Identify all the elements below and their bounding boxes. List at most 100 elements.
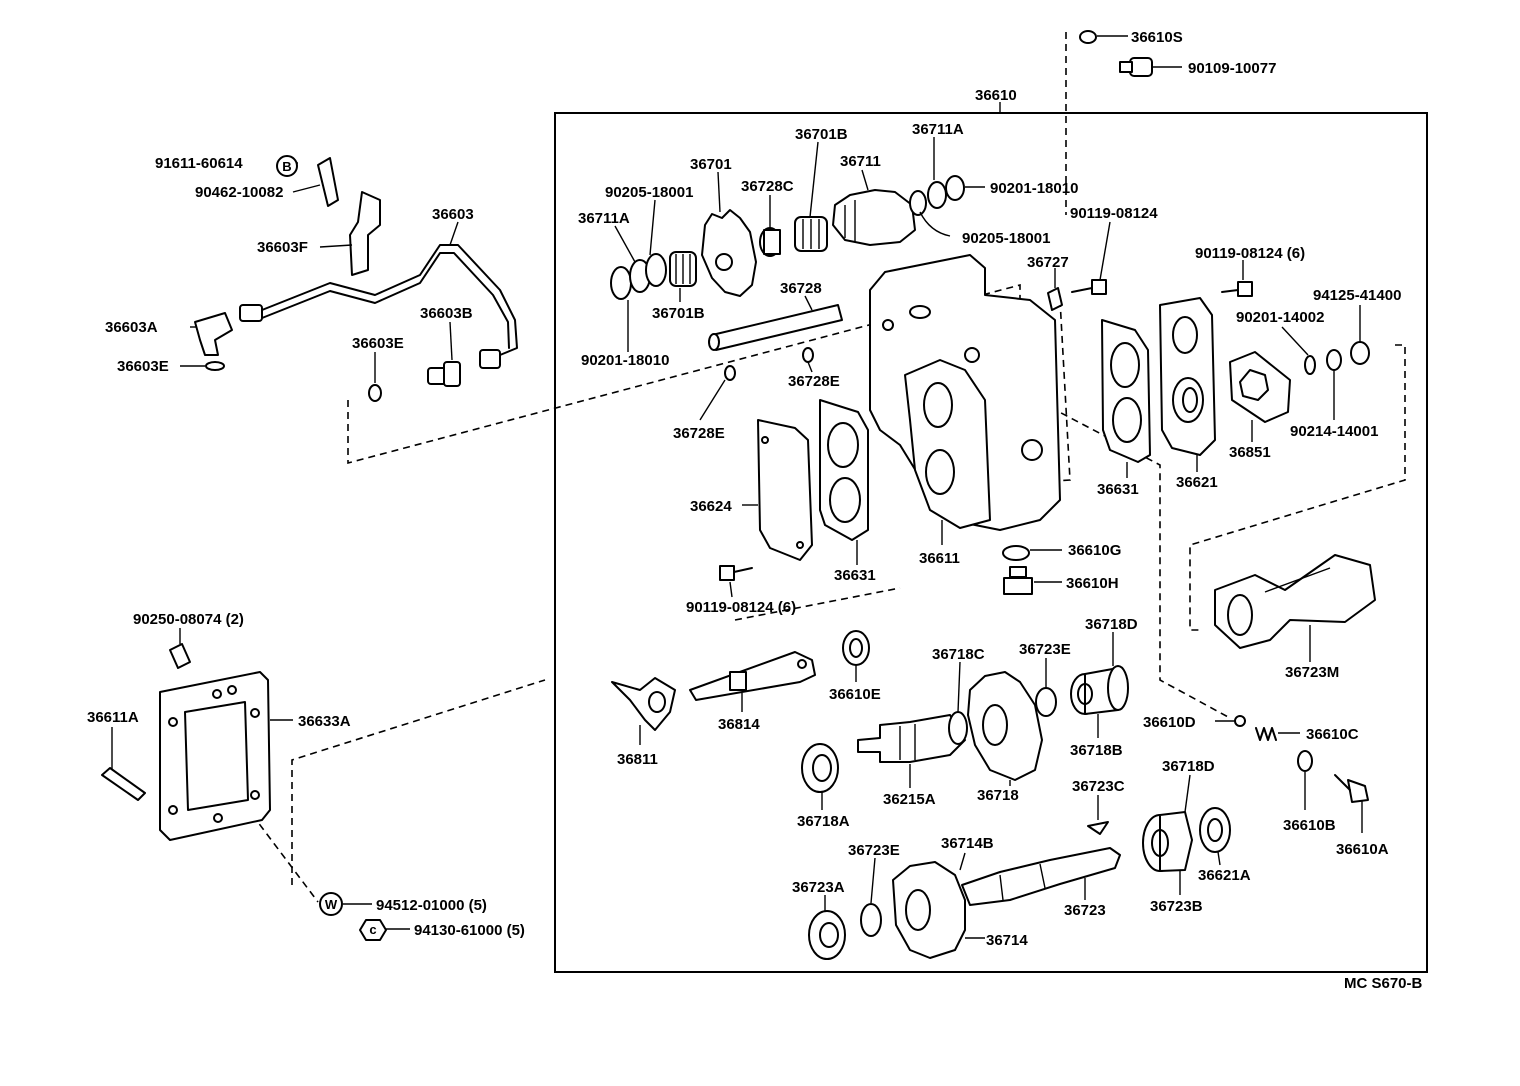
dash-mid [734, 587, 901, 621]
label-36621: 36621 [1176, 474, 1218, 491]
leader [292, 184, 321, 193]
label-36603A: 36603A [105, 319, 158, 336]
symbol-nut: c [359, 919, 387, 941]
label-94512-01000: 94512-01000 (5) [376, 897, 487, 914]
hub-36723B [1142, 811, 1193, 872]
label-36714B: 36714B [941, 835, 994, 852]
label-36718B: 36718B [1070, 742, 1123, 759]
label-36631-left: 36631 [834, 567, 876, 584]
label-36701B-top: 36701B [795, 126, 848, 143]
leader [717, 171, 721, 213]
screw-36610A [1334, 774, 1369, 803]
assembly-frame [554, 112, 1428, 973]
label-36633A: 36633A [298, 713, 351, 730]
label-36610: 36610 [975, 87, 1017, 104]
leader [614, 225, 636, 263]
ring-36723E-b [860, 903, 882, 937]
label-36728E-b: 36728E [673, 425, 725, 442]
dash-plate [244, 804, 319, 903]
bearing-36723A [808, 910, 846, 960]
label-36723M: 36723M [1285, 664, 1339, 681]
gear-36718 [967, 671, 1043, 781]
part-labels: 36610S 90109-10077 36610 91611-60614 904… [87, 29, 1423, 992]
shaft-36723 [961, 847, 1121, 906]
gasket-36610G [1002, 545, 1030, 561]
label-36603B: 36603B [420, 305, 473, 322]
union-36603B [427, 361, 461, 387]
label-36718D-a: 36718D [1085, 616, 1138, 633]
dash-left-lower [291, 679, 546, 885]
dash-right [1189, 344, 1406, 631]
label-36701: 36701 [690, 156, 732, 173]
gear-36701 [701, 209, 757, 297]
label-36610C: 36610C [1306, 726, 1359, 743]
fork-36811 [611, 677, 676, 731]
sleeve-36718D-a [1107, 665, 1129, 711]
label-90205-18001-b: 90205-18001 [962, 230, 1050, 247]
label-36851: 36851 [1229, 444, 1271, 461]
label-36621A: 36621A [1198, 867, 1251, 884]
symbol-w-text: W [325, 897, 338, 912]
leader [957, 661, 961, 713]
figure-code: MC S670-B [1344, 975, 1423, 992]
label-36610S: 36610S [1131, 29, 1183, 46]
label-94125-41400: 94125-41400 [1313, 287, 1401, 304]
leader [449, 321, 453, 361]
gasket-36631-left [819, 399, 869, 541]
bolt-90119-c [1221, 281, 1253, 297]
label-90119-08124-a: 90119-08124 [1070, 205, 1158, 222]
ring-36723E-a [1035, 687, 1057, 717]
key-36723C [1087, 821, 1109, 835]
label-36603E-a: 36603E [117, 358, 169, 375]
bracket-36603F [349, 191, 381, 276]
plug-90109 [1119, 57, 1153, 77]
label-36723E-b: 36723E [848, 842, 900, 859]
symbol-b-text: B [282, 159, 291, 174]
label-36610D: 36610D [1143, 714, 1196, 731]
case-36621 [1159, 297, 1216, 456]
dash-left-upper [347, 283, 1021, 465]
o-ring-36610S [1079, 30, 1097, 44]
label-36611A: 36611A [87, 709, 139, 726]
label-36814: 36814 [718, 716, 760, 733]
ball-36610D [1234, 715, 1246, 727]
label-36631-right: 36631 [1097, 481, 1139, 498]
leader [1099, 221, 1111, 281]
symbol-b: B [276, 155, 298, 177]
clamp-90462 [317, 157, 339, 207]
oil-pipe-36603-b [261, 252, 510, 349]
leader [919, 211, 951, 237]
leader [649, 199, 656, 256]
label-90214-14001: 90214-14001 [1290, 423, 1378, 440]
shaft-36215A [857, 714, 966, 763]
label-36603E-b: 36603E [352, 335, 404, 352]
ring-36718C [948, 711, 968, 745]
washer-90214-14001 [1326, 349, 1342, 371]
seal-36621A [1199, 807, 1231, 853]
label-36711A-top: 36711A [912, 121, 964, 138]
label-36215A: 36215A [883, 791, 936, 808]
label-36711: 36711 [840, 153, 881, 170]
bushing-36728C [759, 227, 781, 257]
clip-36727 [1047, 287, 1063, 311]
bearing-36701B-top [794, 216, 828, 252]
gasket-36631-right [1101, 319, 1151, 463]
label-36728E-a: 36728E [788, 373, 840, 390]
label-36603: 36603 [432, 206, 474, 223]
symbol-w: W [319, 892, 343, 916]
shaft-36814 [689, 651, 816, 701]
washer-36603E [205, 361, 225, 371]
symbol-nut-text: c [369, 922, 376, 937]
bolt-90119-b [719, 565, 753, 581]
leader [861, 169, 869, 191]
flange-36851 [1229, 351, 1291, 423]
label-36610G: 36610G [1068, 542, 1121, 559]
cover-36624 [757, 419, 813, 561]
label-36811: 36811 [617, 751, 658, 768]
nut-pipe-right [479, 349, 501, 369]
leader [809, 141, 819, 218]
bearing-36718A [801, 743, 839, 793]
bearing-36701B-left [669, 251, 697, 287]
